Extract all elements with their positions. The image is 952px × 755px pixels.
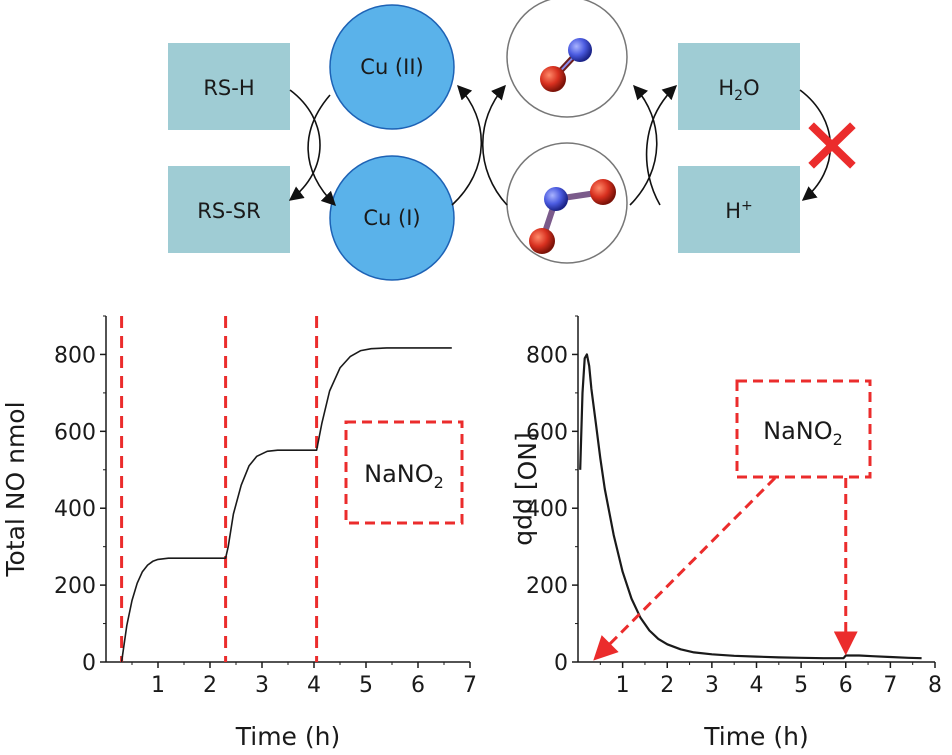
- y-axis-label: [NO] ppb: [512, 432, 541, 545]
- x-tick-label: 8: [928, 673, 942, 698]
- reaction-scheme: RS-H RS-SR H2O H+ Cu (II) Cu (I): [168, 0, 856, 281]
- arrow-cu2-to-cu1: [307, 94, 337, 207]
- nitrite-molecule-icon: [529, 179, 616, 254]
- y-axis-label: Total NO nmol: [1, 401, 30, 577]
- cu-i-label: Cu (I): [363, 206, 420, 230]
- series-line: [120, 347, 452, 663]
- arrow-no2-to-h2o: [645, 85, 678, 206]
- x-tick-label: 1: [616, 673, 630, 698]
- x-axis-label: Time (h): [235, 722, 340, 751]
- x-tick-label: 4: [750, 673, 764, 698]
- h2o-box: [678, 43, 800, 130]
- series-line: [579, 353, 922, 660]
- y-tick-label: 0: [554, 651, 568, 676]
- cu-ii-label: Cu (II): [360, 55, 423, 79]
- y-tick-label: 800: [526, 343, 568, 368]
- x-tick-label: 3: [705, 673, 719, 698]
- injection-arrow: [593, 476, 777, 661]
- arrow-rsh-to-rssr: [288, 89, 321, 201]
- x-tick-label: 5: [794, 673, 808, 698]
- rs-sr-box: [168, 166, 290, 253]
- rs-h-label: RS-H: [203, 76, 254, 100]
- x-tick-label: 2: [203, 673, 217, 698]
- y-tick-label: 800: [54, 343, 96, 368]
- rs-h-box: [168, 43, 290, 130]
- x-tick-label: 7: [463, 673, 477, 698]
- rs-sr-label: RS-SR: [197, 199, 260, 223]
- nano2-annotation-label: NaNO2: [364, 460, 444, 492]
- cu-ii-circle: [329, 4, 455, 130]
- h-plus-label: H+: [725, 198, 753, 223]
- nano2-annotation-label: NaNO2: [763, 417, 843, 449]
- chart-total-no: 0 200 400 600 800 1 2 3 4 5 6 7 Total NO nmol Time …: [1, 315, 477, 751]
- nano2-annotation-box: [344, 420, 464, 525]
- x-tick-label: 7: [883, 673, 897, 698]
- x-axis-label: Time (h): [703, 722, 808, 751]
- y-tick-label: 200: [526, 574, 568, 599]
- x-tick-label: 2: [660, 673, 674, 698]
- arrow-no2-to-no: [481, 84, 508, 206]
- h-plus-box: [678, 166, 800, 253]
- y-tick-label: 600: [526, 420, 568, 445]
- nitric-oxide-circle: [506, 0, 628, 118]
- nano2-annotation-box: [735, 379, 872, 479]
- x-tick-label: 6: [411, 673, 425, 698]
- y-tick-label: 200: [54, 574, 96, 599]
- x-tick-label: 5: [359, 673, 373, 698]
- nitric-oxide-molecule-icon: [540, 38, 592, 92]
- x-tick-label: 4: [307, 673, 321, 698]
- red-x-icon: [808, 122, 856, 169]
- y-tick-label: 400: [526, 497, 568, 522]
- x-tick-label: 3: [255, 673, 269, 698]
- y-tick-label: 400: [54, 497, 96, 522]
- arrow-hplus-to-no: [629, 84, 658, 206]
- y-tick-label: 0: [82, 651, 96, 676]
- cu-i-circle: [329, 155, 455, 281]
- x-tick-label: 6: [839, 673, 853, 698]
- x-tick-label: 1: [151, 673, 165, 698]
- arrow-cu1-to-cu2: [451, 84, 483, 206]
- y-tick-label: 600: [54, 420, 96, 445]
- h2o-label: H2O: [718, 76, 759, 104]
